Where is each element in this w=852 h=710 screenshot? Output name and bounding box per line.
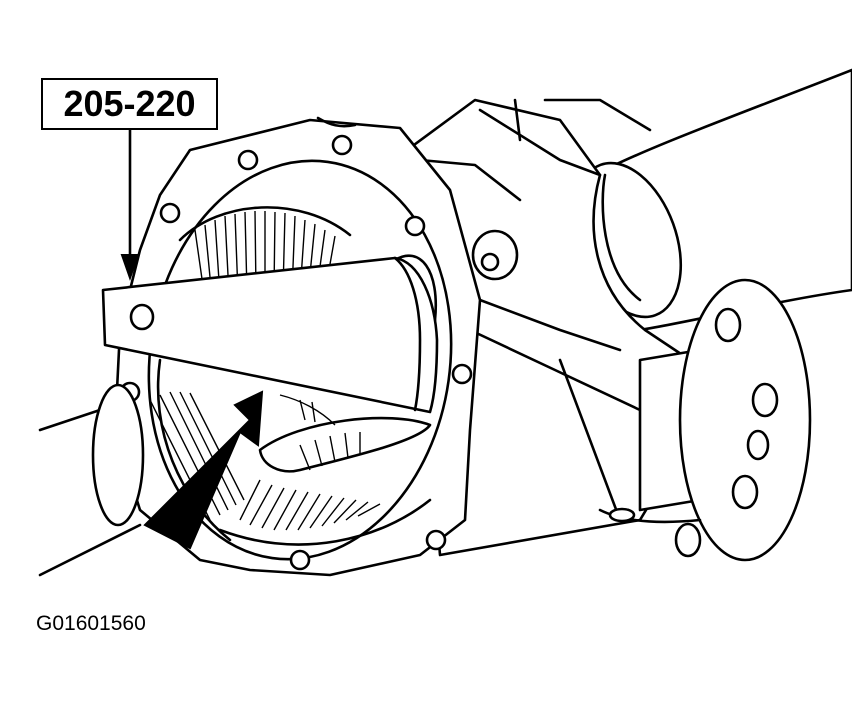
left-axle-end	[91, 383, 145, 527]
tool-number-callout: 205-220	[41, 78, 218, 130]
direction-arrow	[143, 390, 264, 550]
tool-205-220	[101, 256, 439, 414]
ring-gear	[149, 206, 432, 546]
left-axle-lines	[38, 408, 142, 577]
figure-id: G01601560	[36, 612, 146, 635]
pinion-flange	[598, 278, 812, 562]
tool-number-label: 205-220	[63, 83, 196, 124]
label-leader	[120, 128, 140, 282]
